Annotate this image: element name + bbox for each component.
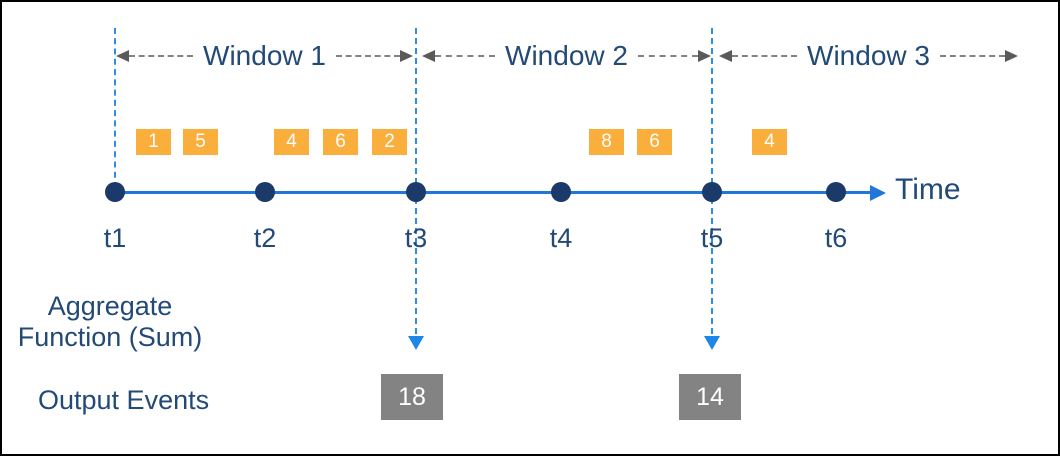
- arrow-left-icon: [719, 50, 732, 62]
- tick-label-t3: t3: [404, 223, 428, 253]
- window-boundary-line-t5: [711, 28, 713, 334]
- dashed-line: [335, 55, 400, 57]
- event-box: 6: [323, 129, 358, 155]
- window-boundary-line-t1: [114, 28, 116, 188]
- timeline-axis: [115, 191, 872, 194]
- arrow-right-icon: [400, 50, 413, 62]
- window1-label: Window 1: [203, 40, 326, 71]
- event-box: 8: [589, 129, 624, 155]
- tick-label-t5: t5: [700, 223, 724, 253]
- arrow-left-icon: [422, 50, 435, 62]
- tick-label-t2: t2: [253, 223, 277, 253]
- output-arrow-icon-t5: [704, 336, 720, 350]
- arrow-left-icon: [116, 50, 129, 62]
- tick-label-t1: t1: [103, 223, 127, 253]
- arrow-right-icon: [698, 50, 711, 62]
- event-box: 4: [752, 129, 787, 155]
- output-box-t3: 18: [381, 374, 443, 420]
- timeline-dot-t4: [551, 182, 571, 202]
- timeline-dot-t3: [406, 182, 426, 202]
- window3-span: Window 3: [719, 40, 1018, 71]
- tick-label-t6: t6: [824, 223, 848, 253]
- tick-label-t4: t4: [549, 223, 573, 253]
- timeline-dot-t2: [255, 182, 275, 202]
- timeline-dot-t1: [105, 182, 125, 202]
- time-axis-label: Time: [895, 173, 961, 206]
- output-events-label: Output Events: [38, 385, 210, 415]
- event-box: 1: [136, 129, 171, 155]
- aggregate-label-line1: Aggregate: [47, 291, 173, 321]
- event-box: 5: [183, 129, 218, 155]
- aggregate-function-label: Aggregate Function (Sum): [10, 291, 210, 353]
- arrow-right-icon: [1005, 50, 1018, 62]
- timeline-dot-t5: [702, 182, 722, 202]
- dashed-line: [637, 55, 698, 57]
- timeline-arrow-icon: [870, 185, 886, 201]
- event-box: 6: [637, 129, 672, 155]
- window3-label: Window 3: [807, 40, 930, 71]
- window2-span: Window 2: [422, 40, 711, 71]
- window-boundary-line-t3: [415, 28, 417, 334]
- timeline-dot-t6: [826, 182, 846, 202]
- dashed-line: [939, 55, 1005, 57]
- dashed-line: [129, 55, 194, 57]
- dashed-line: [435, 55, 496, 57]
- dashed-line: [732, 55, 798, 57]
- event-box: 4: [274, 129, 309, 155]
- window1-span: Window 1: [116, 40, 413, 71]
- window2-label: Window 2: [505, 40, 628, 71]
- output-arrow-icon-t3: [408, 336, 424, 350]
- output-box-t5: 14: [679, 374, 741, 420]
- aggregate-label-line2: Function (Sum): [17, 322, 203, 352]
- event-box: 2: [372, 129, 407, 155]
